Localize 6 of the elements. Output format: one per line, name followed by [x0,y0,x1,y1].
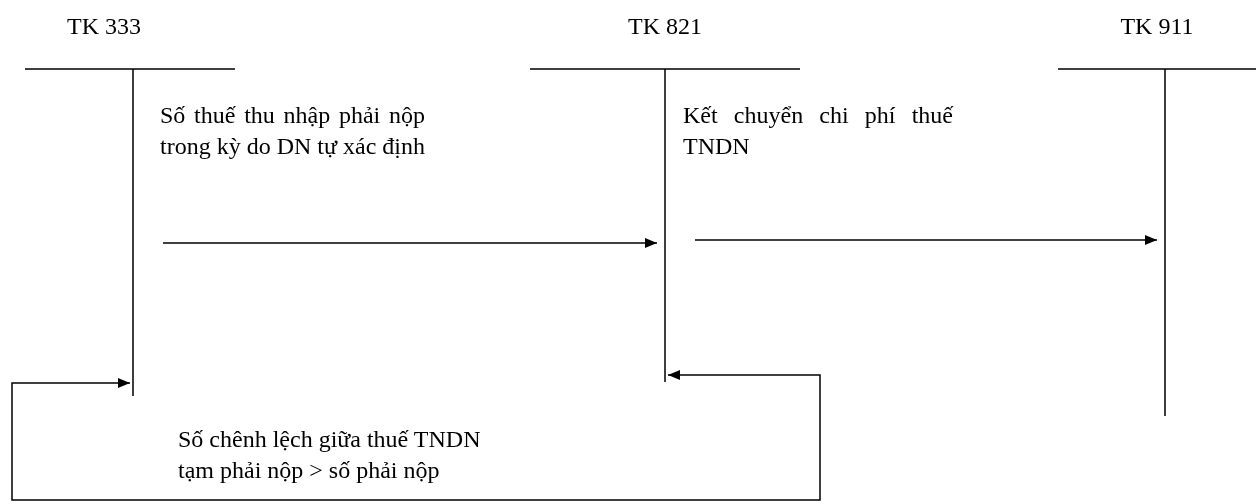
account-title: TK 333 [67,12,142,40]
arrow [11,370,821,501]
arrow [694,235,1158,245]
account-title: TK 821 [627,12,703,40]
account-title: TK 911 [1119,12,1195,40]
arrow [162,238,658,248]
